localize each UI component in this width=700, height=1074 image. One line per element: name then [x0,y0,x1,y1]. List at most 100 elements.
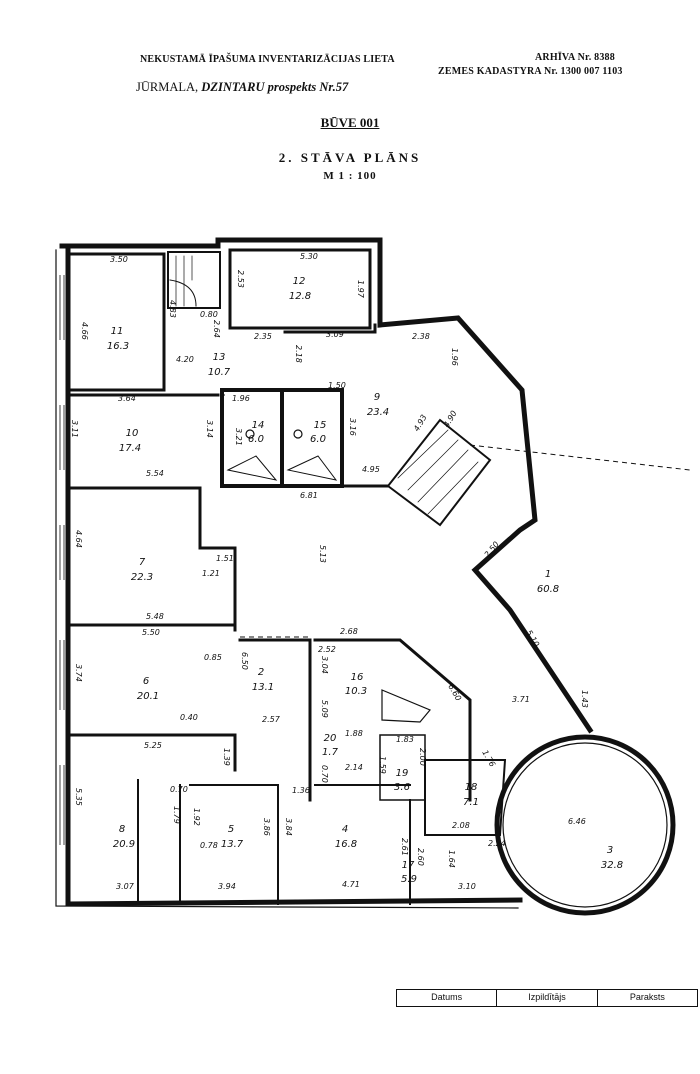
room-12-area: 12.8 [289,291,311,302]
dim: 3.10 [458,882,476,891]
dim: 5.54 [146,469,164,478]
dim: 1.88 [345,729,363,738]
dim: 1.96 [450,348,459,366]
dim: 5.13 [318,545,327,563]
room-14-area: 6.0 [248,434,264,445]
dim: 1.79 [172,806,181,824]
room-11-number: 11 [111,326,124,337]
dim: 5.35 [74,788,83,806]
column-executor: Izpildītājs [497,990,598,1006]
dim: 0.40 [180,713,198,722]
archive-number: ARHĪVA Nr. 8388 [535,52,615,63]
dim: 2.61 [400,838,409,856]
room-14-number: 14 [252,420,265,431]
windows [59,275,490,903]
dim: 0.80 [200,310,218,319]
room-17-number: 17 [402,860,415,871]
address-street: DZINTARU prospekts Nr.57 [201,80,349,94]
room-6-area: 20.1 [137,691,159,702]
dim: 4.93 [412,413,429,433]
dashed-lines [166,394,691,638]
dim: 2.18 [294,345,303,363]
signature-table: Datums Izpildītājs Paraksts [396,989,698,1007]
dim: 1.96 [232,394,250,403]
plan-title: 2. STĀVA PLĀNS [278,150,422,165]
room-5-number: 5 [228,824,234,835]
dim: 1.92 [192,808,201,826]
room-6-number: 6 [143,676,149,687]
dim: 4.66 [80,322,89,340]
room-3-number: 3 [607,845,613,856]
room-1-number: 1 [545,569,551,580]
room-16-number: 16 [351,672,364,683]
address-city: JŪRMALA, [136,80,199,94]
room-10-area: 17.4 [119,443,141,454]
dim: 1.76 [480,749,497,769]
dim: 3.14 [205,420,214,438]
room-9-number: 9 [374,392,380,403]
room-7-number: 7 [139,557,146,568]
dim: 2.38 [412,332,430,341]
dim: 1.50 [328,381,346,390]
dim: 5.48 [146,612,164,621]
dim: 1.51 [216,554,234,563]
dim: 1.39 [222,748,231,766]
dim: 6.50 [240,652,249,670]
room-8-area: 20.9 [113,839,135,850]
plan-scale: M 1 : 100 [323,170,377,182]
room-20-number: 20 [324,733,337,744]
dim: 5.09 [320,700,329,718]
room-13-area: 10.7 [208,367,231,378]
dim: 4.64 [74,530,83,548]
dim: 2.53 [236,270,245,288]
room-18-area: 7.1 [463,797,479,808]
dim: 2.57 [262,715,281,724]
room-13-number: 13 [213,352,226,363]
dim: 3.04 [320,656,329,674]
room-2-number: 2 [258,667,264,678]
dim: 4.71 [342,880,360,889]
dim: 3.86 [262,818,271,836]
dim: 0.70 [320,765,329,783]
room-7-area: 22.3 [131,572,153,583]
dim: 1.59 [378,756,387,774]
dim: 2.64 [212,320,221,338]
dim: 3.74 [74,664,83,682]
dim: 6.60 [446,683,463,703]
dim: 4.95 [362,465,380,474]
dim: 5.25 [144,741,162,750]
room-8-number: 8 [119,824,125,835]
dim: 2.00 [418,748,427,766]
room-15-number: 15 [314,420,327,431]
dim: 1.36 [292,786,310,795]
walls [55,237,676,916]
dim: 3.50 [110,255,128,264]
dim: 2.68 [340,627,358,636]
dim: 1.97 [356,280,365,299]
dim: 2.08 [452,821,470,830]
room-15-area: 6.0 [310,434,326,445]
inventory-case-title: NEKUSTAMĀ ĪPAŠUMA INVENTARIZĀCIJAS LIETA [140,54,395,65]
building-label: BŪVE 001 [320,115,380,130]
dim: 0.78 [200,841,218,850]
dim: 3.84 [284,818,293,836]
room-10-number: 10 [126,428,139,439]
dim: 2.35 [254,332,272,341]
dim: 0.85 [204,653,222,662]
room-17-area: 5.9 [401,874,417,885]
room-16-area: 10.3 [345,686,367,697]
dim: 3.09 [326,330,344,339]
room-4-number: 4 [342,824,348,835]
dim: 3.94 [218,882,236,891]
dim: 1.21 [202,569,220,578]
dim: 3.07 [116,882,135,891]
room-4-area: 16.8 [335,839,357,850]
dim: 4.90 [442,409,459,429]
dim: 3.11 [70,420,79,438]
column-signature: Paraksts [629,992,665,1002]
dim: 3.71 [512,695,530,704]
dim: 2.60 [416,848,425,866]
address: JŪRMALA, DZINTARU prospekts Nr.57 [136,80,348,95]
room-12-number: 12 [293,276,306,287]
dim: 1.83 [396,735,414,744]
